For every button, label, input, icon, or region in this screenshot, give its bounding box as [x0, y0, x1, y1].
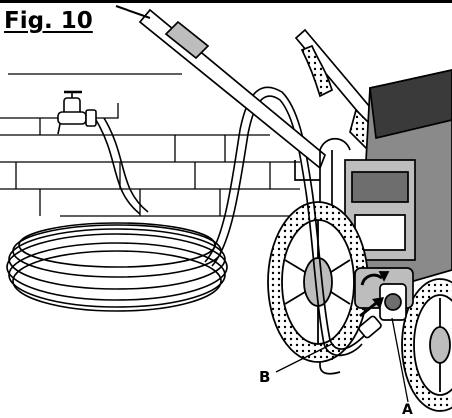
left-wheel [267, 201, 369, 363]
callout-b: B [259, 368, 271, 386]
figure-title: Fig. 10 [4, 8, 93, 34]
inlet-hose [305, 189, 382, 357]
connection-arrow [359, 297, 384, 318]
right-wheel [401, 278, 452, 412]
header-rules [0, 0, 452, 75]
brick-wall [0, 103, 300, 217]
faucet [57, 90, 97, 135]
callout-a: A [402, 402, 413, 418]
leader-a [391, 317, 409, 403]
pump-inlet [354, 267, 414, 321]
leader-b [275, 343, 333, 373]
callout-leaders [275, 317, 409, 403]
